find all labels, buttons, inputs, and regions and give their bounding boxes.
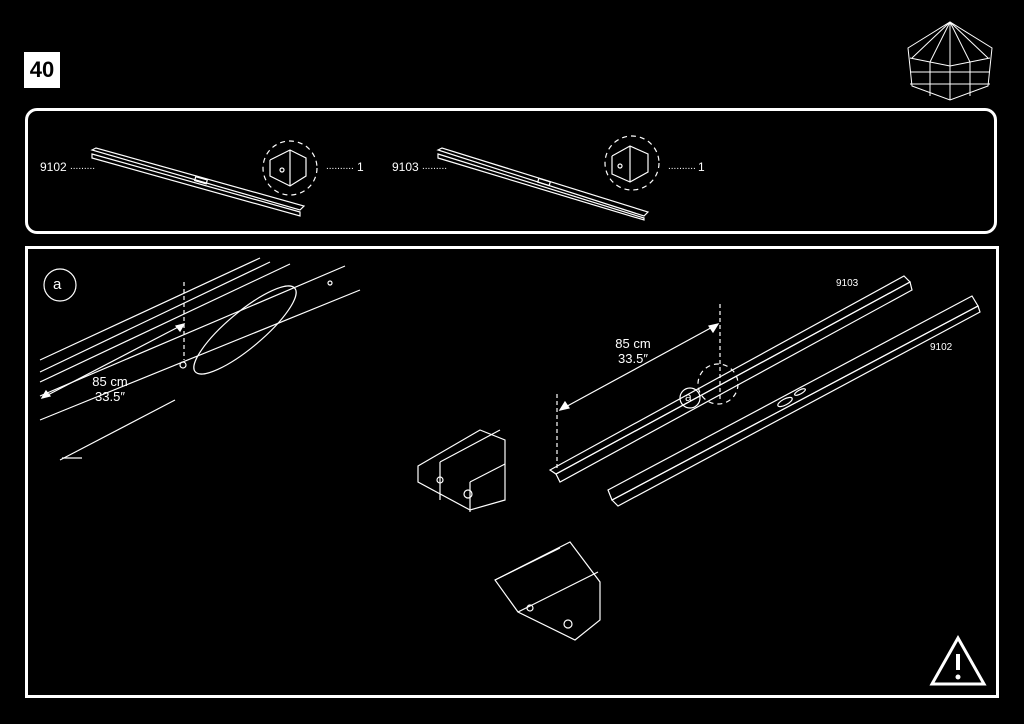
- dimension-imperial: 33.5″: [618, 351, 648, 366]
- dimension-imperial: 33.5″: [95, 389, 125, 404]
- rail-label-9102: 9102: [930, 342, 953, 353]
- part-qty-9103: 1: [698, 160, 705, 174]
- part-leader-dots: .........: [422, 161, 448, 172]
- dimension-label-detail: 85 cm 33.5″: [80, 374, 140, 404]
- part-qty-dots: ..........: [668, 161, 696, 172]
- assembly-panel: [25, 246, 999, 698]
- detail-callout-label: a: [53, 276, 62, 293]
- step-number: 40: [24, 52, 60, 88]
- dimension-metric: 85 cm: [615, 336, 651, 351]
- part-qty-9102: 1: [357, 160, 364, 174]
- parts-list-panel: [25, 108, 997, 234]
- magnifier-callout-label: a: [685, 390, 692, 404]
- part-code-9103: 9103: [392, 160, 419, 174]
- rail-label-9103: 9103: [836, 278, 859, 289]
- part-leader-dots: .........: [70, 161, 96, 172]
- dimension-label-main: 85 cm 33.5″: [603, 336, 663, 366]
- part-qty-dots: ..........: [326, 161, 354, 172]
- part-code-9102: 9102: [40, 160, 67, 174]
- dimension-metric: 85 cm: [92, 374, 128, 389]
